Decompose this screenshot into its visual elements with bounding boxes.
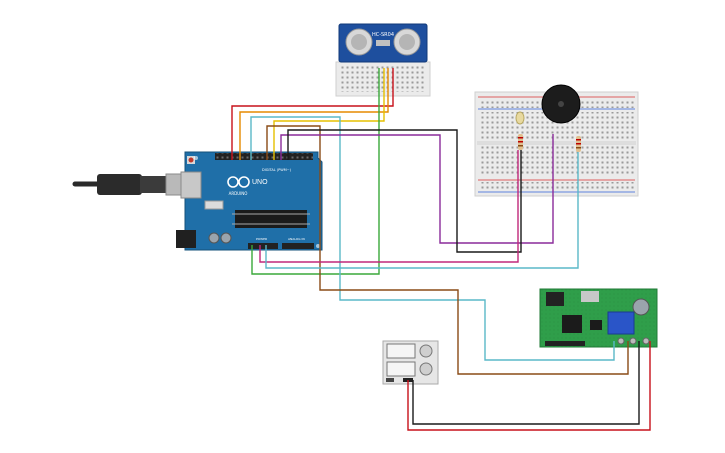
wire-green-sensor[interactable] [251,68,380,275]
relay-1 [386,343,416,359]
arduino-model-label: UNO [252,179,268,186]
atmega-chip [235,210,307,228]
wire-orange-sensor[interactable] [239,68,389,160]
wire-purple-buzzer[interactable] [280,134,554,244]
wire-black-relay-ground[interactable] [412,341,640,425]
wire-cyan-module[interactable] [250,116,615,361]
module-chip [562,315,582,333]
usb-cable[interactable] [72,173,195,196]
resistor-1[interactable] [518,134,523,150]
crystal [204,200,224,210]
arduino-brand-label: ARDUINO [229,191,248,196]
resistor-2[interactable] [576,136,581,152]
relay-module[interactable] [382,340,439,385]
arduino-uno-board[interactable]: ARDUINO UNO DIGITAL (PWM~) POWER ANALOG … [176,151,323,251]
wire-black-ground[interactable] [287,129,522,253]
usb-plug-neck [140,176,166,193]
digital-pins-label: DIGITAL (PWM~) [262,168,292,172]
led[interactable] [515,111,525,125]
wire-brown-relay[interactable] [266,125,629,375]
infinity-logo-icon [227,176,239,188]
usb-c-port [581,291,599,302]
header-pins [546,292,564,306]
relay-2 [386,361,416,377]
capacitor-1 [208,232,220,244]
module-capacitor [632,298,650,316]
wire-cyan-resistor[interactable] [265,152,579,269]
usb-plug-body [97,174,142,195]
audio-module[interactable] [539,288,658,348]
wire-yellow-sensor[interactable] [273,68,385,160]
ultrasonic-sensor[interactable]: HC-SR04 [338,23,428,63]
wire-red-relay-power[interactable] [407,341,651,431]
terminal-block [607,311,635,335]
power-pins-label: POWER [256,237,267,241]
sensor-label: HC-SR04 [372,32,394,38]
capacitor-2 [220,232,232,244]
analog-pins-label: ANALOG IN [288,237,305,241]
mini-breadboard[interactable] [335,61,431,97]
buzzer[interactable] [541,84,581,124]
usb-port [180,171,202,199]
wire-magenta-led[interactable] [259,150,519,263]
power-jack [176,230,196,248]
wire-red-sensor[interactable] [231,68,394,160]
